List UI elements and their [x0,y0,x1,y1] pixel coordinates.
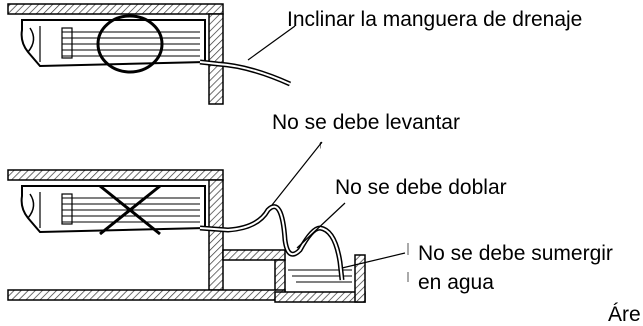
floor-bottom [7,289,286,301]
top-wall-upper [7,3,224,15]
ok-circle-mark [96,14,164,74]
indoor-unit-upper [20,19,206,68]
vertical-wall-lower [208,179,224,291]
correct-installation-figure [7,3,296,105]
label-must-not-lift: No se debe levantar [272,111,460,134]
water-container-wall [354,254,366,303]
label-must-not-bend: No se debe doblar [335,176,507,199]
incorrect-installation-figure: ↑ [7,139,409,303]
label-must-not-submerge: No se debe sumergir [418,242,613,265]
floor-step [222,249,286,261]
svg-text:↑: ↑ [318,139,324,151]
label-in-water: en agua [418,271,494,294]
vertical-wall-upper [208,13,224,105]
leader-submerge [341,252,406,269]
leader-bend [296,202,346,249]
label-incline-drain-hose: Inclinar la manguera de drenaje [287,8,583,31]
wrong-x-mark [99,184,161,236]
leader-lift [271,141,323,206]
label-area-cut: Áre [608,303,641,326]
top-wall-lower [7,169,224,181]
leader-incline [247,25,296,61]
